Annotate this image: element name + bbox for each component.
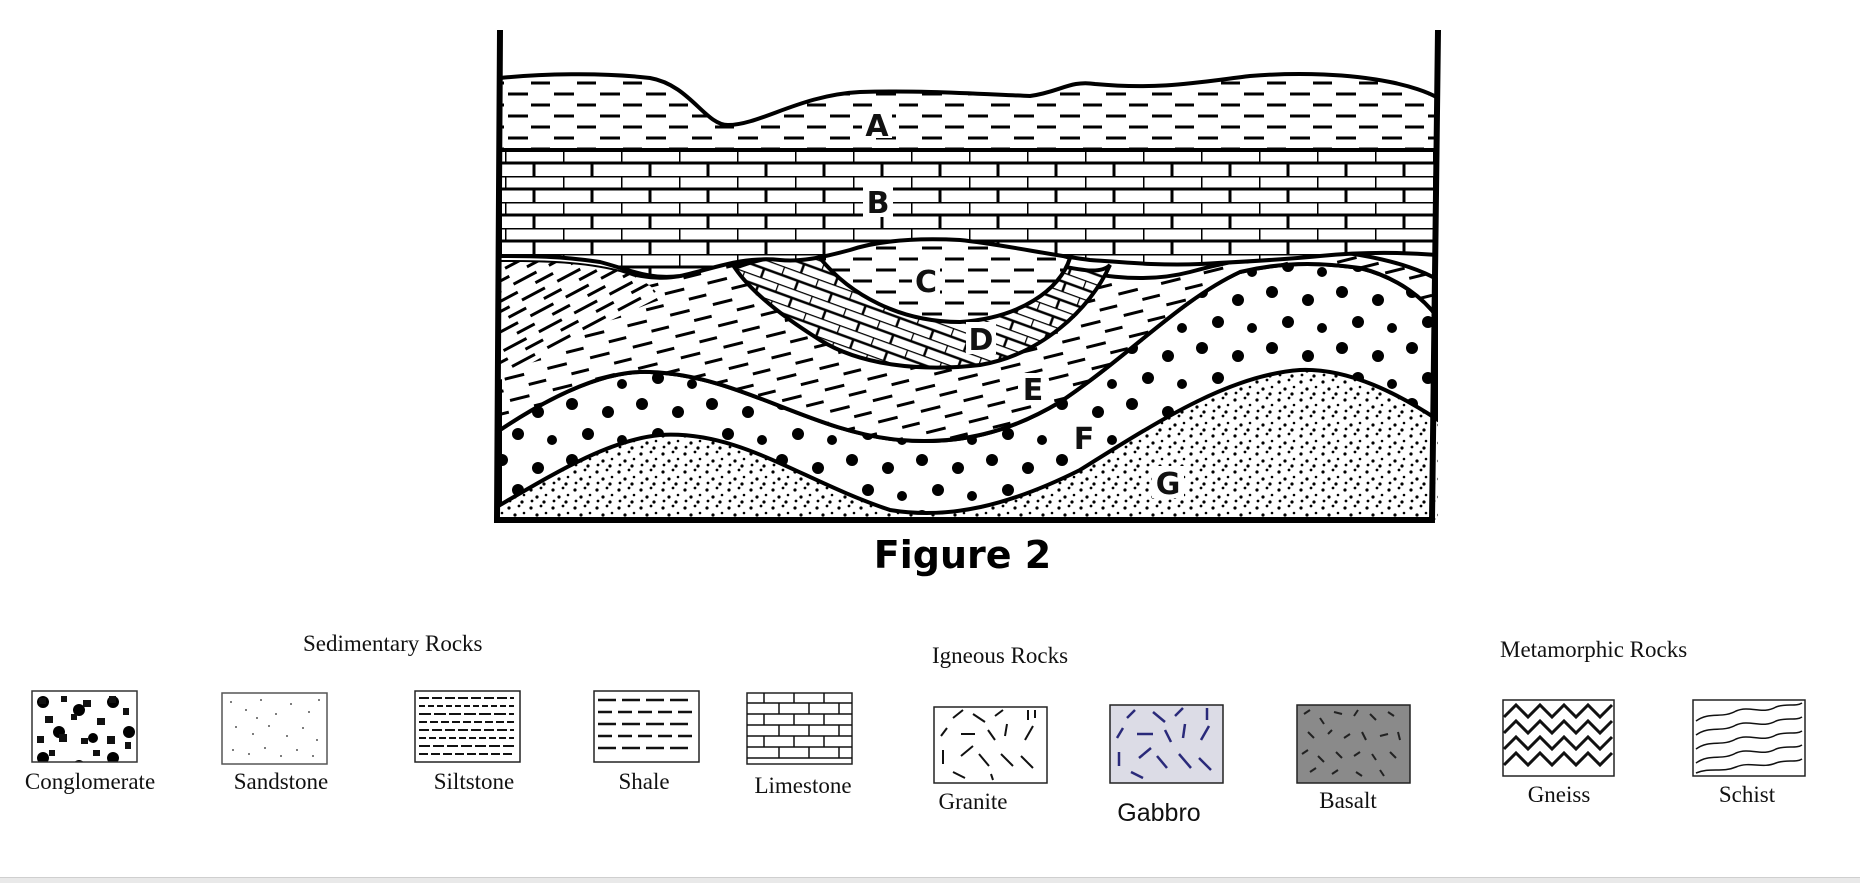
legend-label-limestone: Limestone <box>754 773 851 799</box>
swatch-gabbro <box>1109 704 1224 784</box>
legend-label-sandstone: Sandstone <box>234 769 329 795</box>
figure-caption: Figure 2 <box>830 533 1095 577</box>
legend-label-gneiss: Gneiss <box>1528 782 1591 808</box>
swatch-schist <box>1692 699 1806 777</box>
swatch-limestone <box>746 692 853 765</box>
legend-label-schist: Schist <box>1719 782 1775 808</box>
layer-label-e: E <box>1023 373 1044 408</box>
legend-label-conglomerate: Conglomerate <box>25 769 155 795</box>
legend-label-gabbro: Gabbro <box>1117 799 1200 828</box>
swatch-sandstone <box>221 692 328 765</box>
swatch-siltstone <box>414 690 521 763</box>
layer-label-a: A <box>865 109 889 144</box>
window-bottom-edge <box>0 877 1860 883</box>
swatch-shale <box>593 690 700 763</box>
layer-label-d: D <box>969 323 994 358</box>
legend-label-shale: Shale <box>618 769 669 795</box>
geologic-cross-section: A B C D E F G <box>0 0 1860 530</box>
layer-label-f: F <box>1074 422 1095 457</box>
swatch-granite <box>933 706 1048 784</box>
swatch-basalt <box>1296 704 1411 784</box>
layer-a <box>500 74 1438 150</box>
layer-label-g: G <box>1156 467 1181 502</box>
legend-group-igneous: Igneous Rocks <box>932 643 1068 669</box>
legend-label-basalt: Basalt <box>1319 788 1377 814</box>
legend-label-granite: Granite <box>939 789 1008 815</box>
swatch-conglomerate <box>31 690 138 763</box>
legend-group-metamorphic: Metamorphic Rocks <box>1500 637 1687 663</box>
legend-label-siltstone: Siltstone <box>434 769 515 795</box>
swatch-gneiss <box>1502 699 1615 777</box>
layer-label-c: C <box>915 265 937 300</box>
legend-group-sedimentary: Sedimentary Rocks <box>303 631 483 657</box>
layer-label-b: B <box>867 186 890 221</box>
